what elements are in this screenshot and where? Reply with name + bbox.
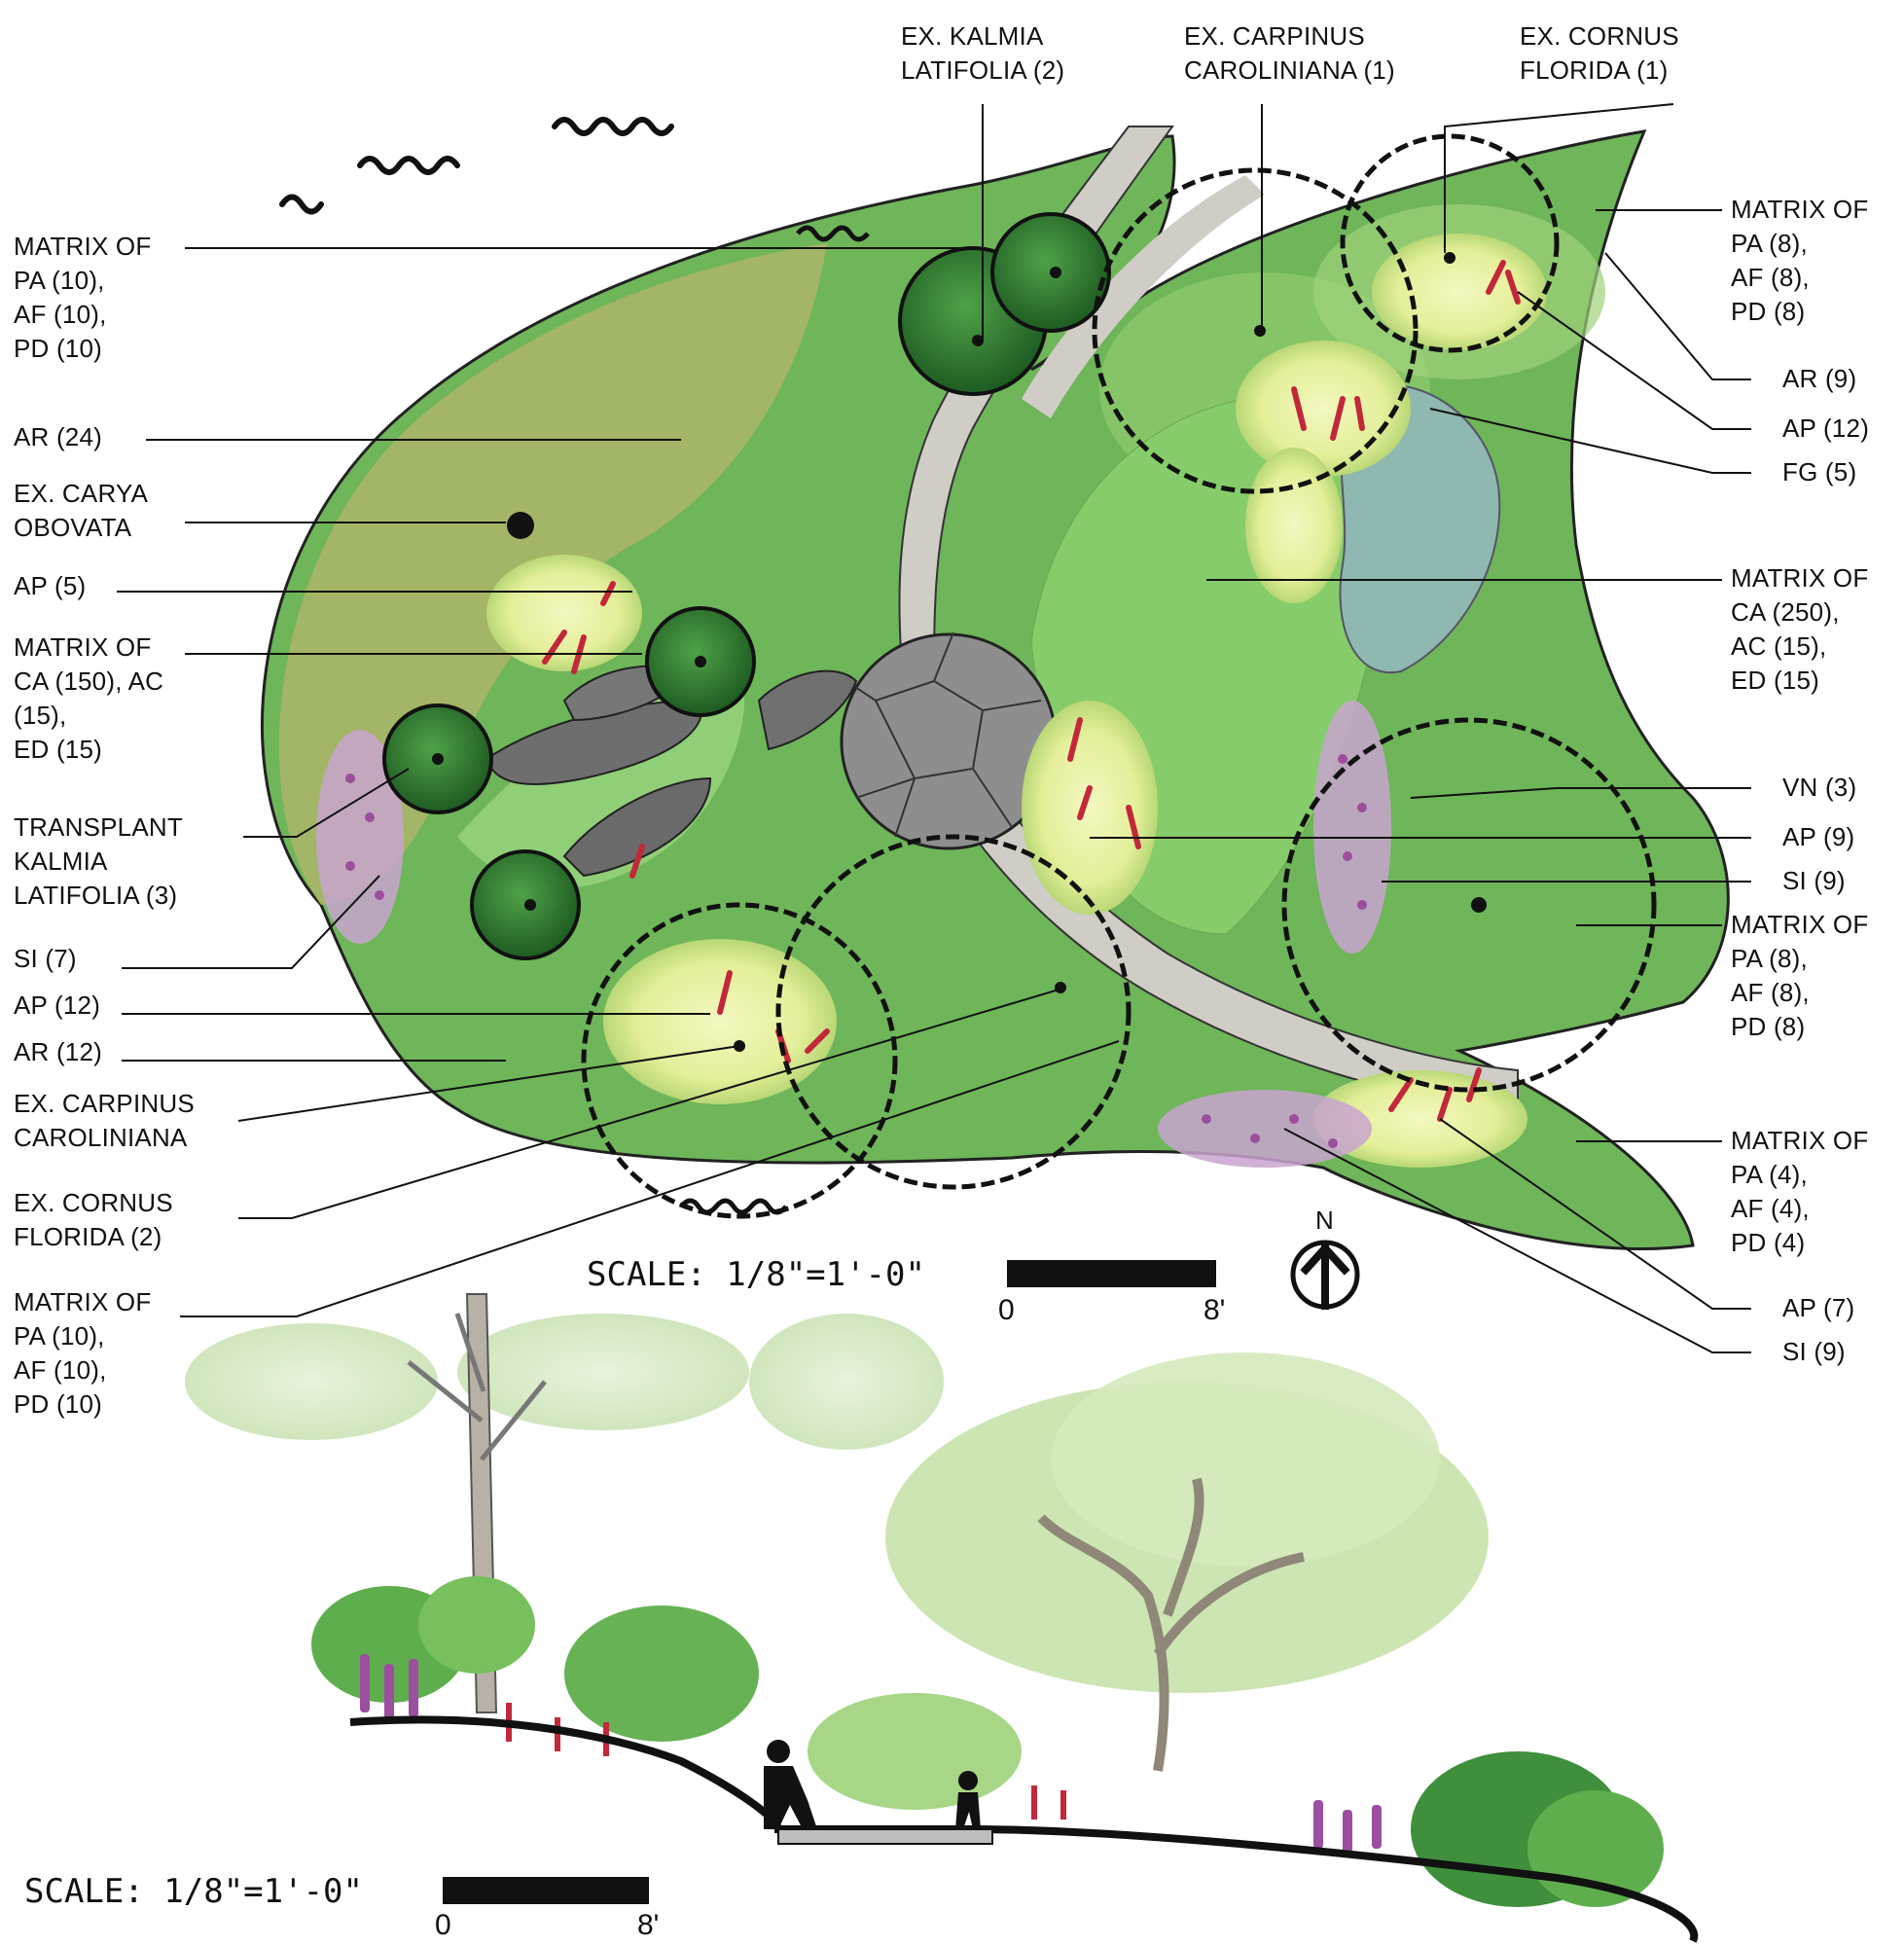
label-si-7: SI (7) bbox=[14, 944, 77, 973]
existing-tree-outlines bbox=[581, 133, 1657, 1219]
label-ar-12: AR (12) bbox=[14, 1037, 102, 1066]
label-transplant-kalmia: TRANSPLANT KALMIA LATIFOLIA (3) bbox=[14, 812, 183, 910]
section-view bbox=[185, 1293, 1699, 1943]
north-arrow bbox=[1290, 1240, 1360, 1310]
label-matrix-pa-af-pd-8-top: MATRIX OF PA (8), AF (8), PD (8) bbox=[1731, 195, 1869, 326]
label-matrix-pa-af-pd-8-lower: MATRIX OF PA (8), AF (8), PD (8) bbox=[1731, 910, 1869, 1041]
north-letter: N bbox=[1315, 1206, 1334, 1235]
section-scale-label: SCALE: 1/8"=1'-0" bbox=[24, 1872, 363, 1911]
label-ap-12-right: AP (12) bbox=[1782, 414, 1870, 443]
label-vn-3: VN (3) bbox=[1782, 773, 1857, 802]
label-ap-12-left: AP (12) bbox=[14, 991, 101, 1020]
label-matrix-ca-250: MATRIX OF CA (250), AC (15), ED (15) bbox=[1731, 563, 1869, 695]
label-matrix-pa-af-pd-10-lower: MATRIX OF PA (10), AF (10), PD (10) bbox=[14, 1287, 152, 1419]
label-ex-kalmia-latifolia-2: EX. KALMIA LATIFOLIA (2) bbox=[901, 21, 1065, 85]
boulder bbox=[757, 669, 858, 751]
plan-scale-label: SCALE: 1/8"=1'-0" bbox=[587, 1255, 925, 1294]
section-scale-bar bbox=[443, 1877, 649, 1904]
label-matrix-ca-150: MATRIX OF CA (150), AC (15), ED (15) bbox=[14, 632, 164, 764]
label-si-9-upper: SI (9) bbox=[1782, 866, 1846, 895]
label-fg-5: FG (5) bbox=[1782, 457, 1857, 486]
label-ex-cornus-florida-2: EX. CORNUS FLORIDA (2) bbox=[14, 1188, 173, 1251]
label-ex-cornus-florida-1: EX. CORNUS FLORIDA (1) bbox=[1520, 21, 1679, 85]
label-ap-7: AP (7) bbox=[1782, 1293, 1855, 1322]
leader-lines bbox=[117, 103, 1751, 1353]
label-ar-24: AR (24) bbox=[14, 422, 102, 451]
label-ap-9: AP (9) bbox=[1782, 822, 1855, 851]
section-scale-end: 8' bbox=[637, 1909, 660, 1941]
label-ex-carpinus-caroliniana: EX. CARPINUS CAROLINIANA bbox=[14, 1089, 195, 1152]
ground-line bbox=[349, 1715, 1699, 1943]
boulder bbox=[562, 776, 712, 878]
label-matrix-pa-af-pd-4: MATRIX OF PA (4), AF (4), PD (4) bbox=[1731, 1126, 1869, 1257]
label-matrix-pa-af-pd-10: MATRIX OF PA (10), AF (10), PD (10) bbox=[14, 232, 152, 363]
astilbe-marks bbox=[542, 260, 1521, 1122]
plan-scale-end: 8' bbox=[1203, 1294, 1226, 1326]
section-scale-start: 0 bbox=[435, 1909, 451, 1941]
stone-patio bbox=[840, 631, 1058, 850]
plan-scale-bar bbox=[1007, 1260, 1216, 1287]
ink-squiggle bbox=[279, 117, 674, 215]
label-ar-9: AR (9) bbox=[1782, 364, 1857, 393]
person-silhouette-adult bbox=[764, 1740, 817, 1829]
label-si-9-lower: SI (9) bbox=[1782, 1337, 1846, 1366]
label-ex-carpinus-caroliniana-1: EX. CARPINUS CAROLINIANA (1) bbox=[1184, 21, 1395, 85]
plan-scale-start: 0 bbox=[998, 1294, 1015, 1326]
label-ex-carya-obovata: EX. CARYA OBOVATA bbox=[14, 479, 149, 542]
person-silhouette-child bbox=[955, 1771, 981, 1829]
label-ap-5: AP (5) bbox=[14, 571, 87, 600]
plan-view bbox=[261, 117, 1730, 1250]
